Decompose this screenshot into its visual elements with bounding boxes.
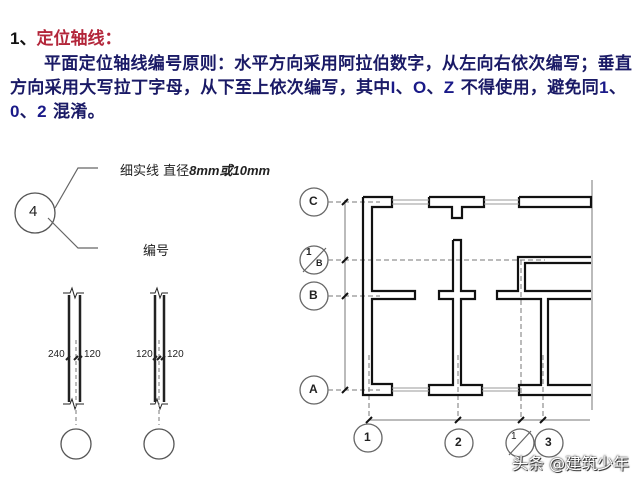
axis-label-b: B <box>309 288 318 302</box>
wall-example-240 <box>60 286 92 460</box>
wall-example-120 <box>143 286 175 460</box>
axis-label-1-2-num: 1 <box>511 431 517 442</box>
axis-circle-number: 4 <box>29 203 38 220</box>
wall-dim-right: 120 <box>167 349 184 360</box>
section-number: 1、 <box>10 29 37 48</box>
axis-label-a: A <box>309 382 318 396</box>
watermark: 头条 @建筑少年 <box>512 454 630 473</box>
number-note: 编号 <box>143 244 170 259</box>
rule-paragraph: 平面定位轴线编号原则：水平方向采用阿拉伯数字，从左向右依次编写；垂直方向采用大写… <box>10 54 633 122</box>
axis-label-1b-den: B <box>316 258 323 268</box>
line-note: 细实线 直径8mm或10mm <box>120 163 271 179</box>
axis-label-1b-num: 1 <box>306 247 312 258</box>
axis-label-2: 2 <box>455 435 462 449</box>
floor-plan <box>299 180 593 458</box>
axis-legend <box>14 167 98 249</box>
wall-dim-left: 120 <box>136 349 153 360</box>
axis-label-1: 1 <box>364 430 371 444</box>
wall-dim-right: 120 <box>84 349 101 360</box>
axis-label-3: 3 <box>545 435 552 449</box>
section-heading: 1、定位轴线： <box>10 24 121 49</box>
wall-dim-left: 240 <box>48 349 65 360</box>
section-title: 定位轴线： <box>36 29 122 49</box>
axis-label-c: C <box>309 194 318 208</box>
